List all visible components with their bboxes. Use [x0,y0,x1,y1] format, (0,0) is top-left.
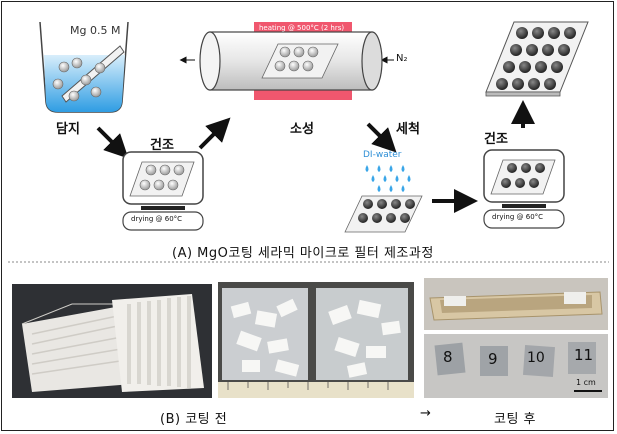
step-drying-2: 건조 [484,132,508,147]
mg-ions [52,57,106,102]
step-calcination: 소성 [290,122,314,137]
immersed-filter [61,45,125,103]
caption-b-before: (B) 코팅 전 [160,412,228,427]
sample-number-9: 9 [488,350,498,368]
mg-ion [90,86,102,98]
coating-tray-photo [424,278,608,330]
sample-number-8: 8 [443,348,453,366]
step-washing: 세척 [396,122,420,137]
caption-a: (A) MgO코팅 세라믹 마이크로 필터 제조과정 [172,246,434,261]
mg-ion [80,74,92,86]
step-immersion: 담지 [56,122,80,137]
caption-b-after: 코팅 후 [494,412,537,427]
drying-oven-2 [483,149,565,229]
water-drops [365,165,411,192]
furnace [199,22,383,100]
drying-oven-1 [122,151,204,231]
bagged-filters-photo [218,282,414,398]
scale-bar-label: 1 cm [576,378,596,387]
caption-arrow: → [420,406,432,421]
final-coated-filter [485,21,589,97]
coated-samples-photo: 8 9 10 11 1 cm [424,334,608,398]
di-water-label: DI-water [363,150,402,160]
mg-ion [71,57,83,69]
heating-label: heating @ 500°C (2 hrs) [259,24,345,32]
mg-ion [52,78,64,90]
mg-ion [58,61,70,73]
scale-bar [574,390,602,392]
drying-label-1: drying @ 60°C [131,215,183,223]
arrow-to-washing [366,122,397,153]
uncoated-filter-photo [12,284,212,398]
mg-ion [68,90,80,102]
sample-number-11: 11 [574,346,594,364]
washing-stage [344,165,423,233]
step-drying-1: 건조 [150,138,174,153]
drying-label-2: drying @ 60°C [492,213,544,221]
arrow-to-drying [96,126,129,159]
arrow-to-calcination [198,117,231,150]
mg-ion [94,62,106,74]
sample-number-10: 10 [527,350,545,366]
solution-label: Mg 0.5 M [70,24,121,37]
process-arrows [96,56,535,213]
beaker [39,21,129,113]
gas-label: N₂ [396,53,408,64]
